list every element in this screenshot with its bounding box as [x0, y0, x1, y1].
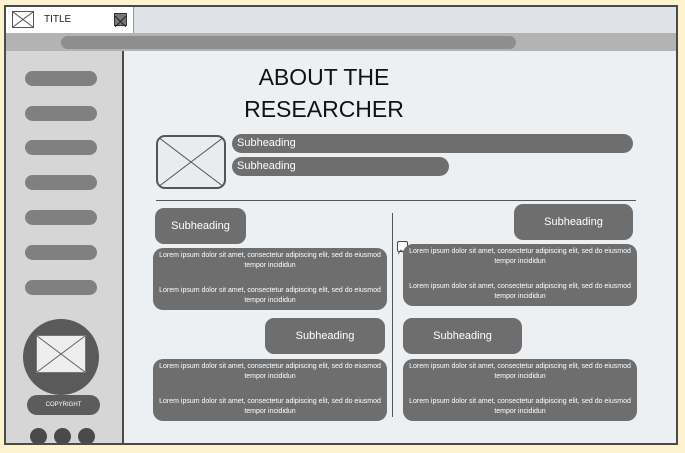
sidebar: COPYRIGHT — [6, 51, 122, 445]
title-bar: TITLE — [6, 7, 676, 33]
profile-subheading-1: Subheading — [232, 134, 633, 153]
text-block: Lorem ipsum dolor sit amet, consectetur … — [403, 359, 637, 421]
dot-2[interactable] — [54, 428, 71, 445]
sidebar-item-4[interactable] — [25, 175, 97, 190]
paragraph: Lorem ipsum dolor sit amet, consectetur … — [159, 398, 381, 415]
sidebar-item-7[interactable] — [25, 280, 97, 295]
sidebar-item-3[interactable] — [25, 140, 97, 155]
dot-1[interactable] — [30, 428, 47, 445]
url-input[interactable] — [61, 36, 516, 49]
subheading-button[interactable]: Subheading — [155, 208, 246, 244]
sidebar-item-1[interactable] — [25, 71, 97, 86]
main-content: ABOUT THE RESEARCHER Subheading Subheadi… — [122, 51, 676, 443]
subheading-button[interactable]: Subheading — [403, 318, 522, 354]
sidebar-item-5[interactable] — [25, 210, 97, 225]
paragraph: Lorem ipsum dolor sit amet, consectetur … — [409, 363, 631, 380]
tab-title: TITLE — [44, 14, 72, 25]
close-icon[interactable] — [114, 13, 127, 28]
paragraph: Lorem ipsum dolor sit amet, consectetur … — [409, 283, 631, 300]
image-placeholder-icon — [156, 135, 226, 189]
page-title-line-2: RESEARCHER — [244, 96, 404, 122]
browser-window: TITLE COPYRIGHT ABOUT THE RESEARCHER — [4, 5, 678, 445]
paragraph: Lorem ipsum dolor sit amet, consectetur … — [409, 248, 631, 265]
text-block: Lorem ipsum dolor sit amet, consectetur … — [403, 244, 637, 306]
sidebar-item-6[interactable] — [25, 245, 97, 260]
subheading-button[interactable]: Subheading — [514, 204, 633, 240]
subheading-button[interactable]: Subheading — [265, 318, 385, 354]
profile-subheading-2: Subheading — [232, 157, 449, 176]
paragraph: Lorem ipsum dolor sit amet, consectetur … — [159, 363, 381, 380]
copyright-badge: COPYRIGHT — [27, 395, 100, 415]
divider — [156, 200, 636, 201]
browser-tab[interactable]: TITLE — [6, 7, 134, 33]
avatar — [23, 319, 99, 395]
sidebar-item-2[interactable] — [25, 106, 97, 121]
address-bar — [6, 33, 676, 51]
page-title: ABOUT THE RESEARCHER — [204, 61, 444, 125]
image-placeholder-icon — [12, 11, 34, 28]
paragraph: Lorem ipsum dolor sit amet, consectetur … — [159, 287, 381, 304]
text-block: Lorem ipsum dolor sit amet, consectetur … — [153, 359, 387, 421]
dot-3[interactable] — [78, 428, 95, 445]
paragraph: Lorem ipsum dolor sit amet, consectetur … — [409, 398, 631, 415]
paragraph: Lorem ipsum dolor sit amet, consectetur … — [159, 252, 381, 269]
image-placeholder-icon — [36, 335, 86, 373]
divider — [392, 213, 393, 417]
page-title-line-1: ABOUT THE — [258, 64, 390, 90]
text-block: Lorem ipsum dolor sit amet, consectetur … — [153, 248, 387, 310]
